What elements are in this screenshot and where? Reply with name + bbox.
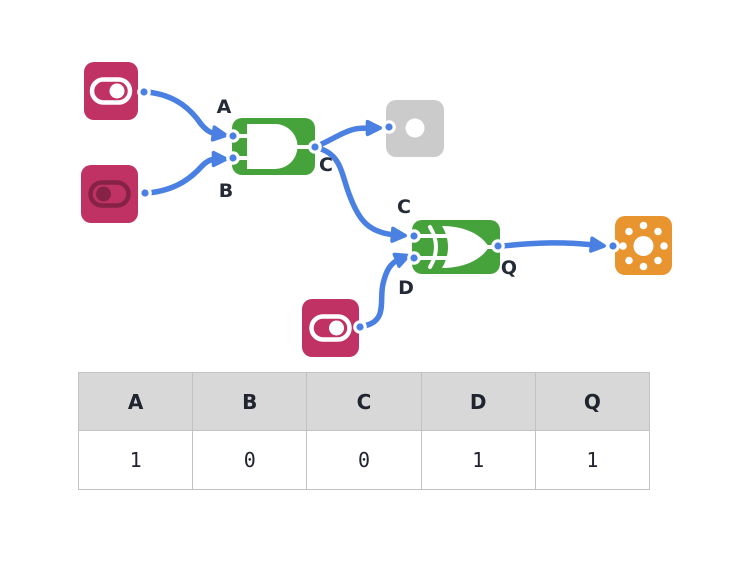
- wire-toggle-b-to-and[interactable]: [145, 150, 228, 196]
- port-xor-input-c[interactable]: [407, 229, 421, 243]
- wire-toggle-a-to-and[interactable]: [144, 89, 228, 142]
- light-ray-icon: [639, 221, 648, 230]
- port-xor-input-d[interactable]: [407, 251, 421, 265]
- light-on-icon: [633, 236, 654, 256]
- port-toggle-d-output[interactable]: [353, 320, 367, 334]
- light-ray-icon: [654, 227, 662, 236]
- truth-table-header-c: C: [306, 372, 422, 431]
- wire-c-to-probe[interactable]: [314, 119, 382, 149]
- circuit-diagram: A B C C D Q: [81, 62, 672, 357]
- truth-table-value-q: 1: [534, 430, 651, 490]
- toggle-knob-icon: [109, 83, 125, 99]
- light-ray-icon: [625, 227, 633, 236]
- port-and-output-c[interactable]: [308, 140, 322, 154]
- xor-output-q-label: Q: [501, 257, 517, 279]
- wire-c-to-xor[interactable]: [315, 145, 407, 243]
- truth-table-header-a: A: [77, 372, 194, 431]
- toggle-on-icon: [309, 314, 352, 342]
- led-light[interactable]: [615, 216, 672, 275]
- port-and-input-b[interactable]: [226, 151, 240, 165]
- port-toggle-a-output[interactable]: [137, 85, 151, 99]
- toggle-on-icon: [89, 77, 133, 105]
- port-xor-output-q[interactable]: [491, 239, 505, 253]
- truth-table-value-c: 0: [306, 430, 422, 490]
- truth-table-header-row: A B C D Q: [77, 372, 651, 431]
- xor-gate[interactable]: [412, 220, 500, 274]
- truth-table-header-q: Q: [534, 372, 651, 431]
- and-gate-icon: [247, 124, 298, 169]
- wire-q-to-led[interactable]: [500, 236, 606, 253]
- light-ray-icon: [619, 242, 627, 250]
- light-ray-icon: [654, 256, 662, 265]
- and-output-c-label: C: [319, 154, 333, 176]
- and-input-b-label: B: [219, 180, 233, 202]
- toggle-knob-icon: [329, 320, 344, 336]
- truth-table-header-b: B: [192, 372, 308, 431]
- xor-input-d-label: D: [398, 277, 414, 299]
- truth-table-value-b: 0: [192, 430, 308, 490]
- light-ray-icon: [625, 256, 633, 265]
- light-ray-icon: [660, 242, 668, 250]
- xor-gate-icon: [442, 226, 489, 268]
- port-led-input[interactable]: [606, 239, 620, 253]
- output-probe[interactable]: [386, 100, 444, 157]
- xor-arc-icon: [428, 225, 438, 269]
- truth-table: A B C D Q 1 0 0 1 1: [77, 372, 651, 490]
- truth-table-value-d: 1: [420, 430, 536, 490]
- port-and-input-a[interactable]: [226, 129, 240, 143]
- port-probe-input[interactable]: [382, 120, 396, 134]
- toggle-knob-icon: [96, 186, 111, 202]
- port-toggle-b-output[interactable]: [138, 186, 152, 200]
- truth-table-header-d: D: [420, 372, 536, 431]
- truth-table-value-row: 1 0 0 1 1: [77, 430, 651, 490]
- xor-input-c-label: C: [397, 196, 411, 218]
- lamp-off-icon: [405, 118, 425, 138]
- toggle-switch-b[interactable]: [81, 165, 138, 223]
- toggle-switch-a[interactable]: [84, 62, 138, 120]
- light-ray-icon: [639, 262, 648, 271]
- and-input-a-label: A: [217, 96, 232, 118]
- and-gate[interactable]: [232, 118, 315, 175]
- truth-table-value-a: 1: [77, 430, 194, 490]
- toggle-switch-d[interactable]: [302, 299, 359, 357]
- toggle-off-icon: [88, 180, 131, 208]
- wire-toggle-d-to-xor[interactable]: [361, 252, 411, 329]
